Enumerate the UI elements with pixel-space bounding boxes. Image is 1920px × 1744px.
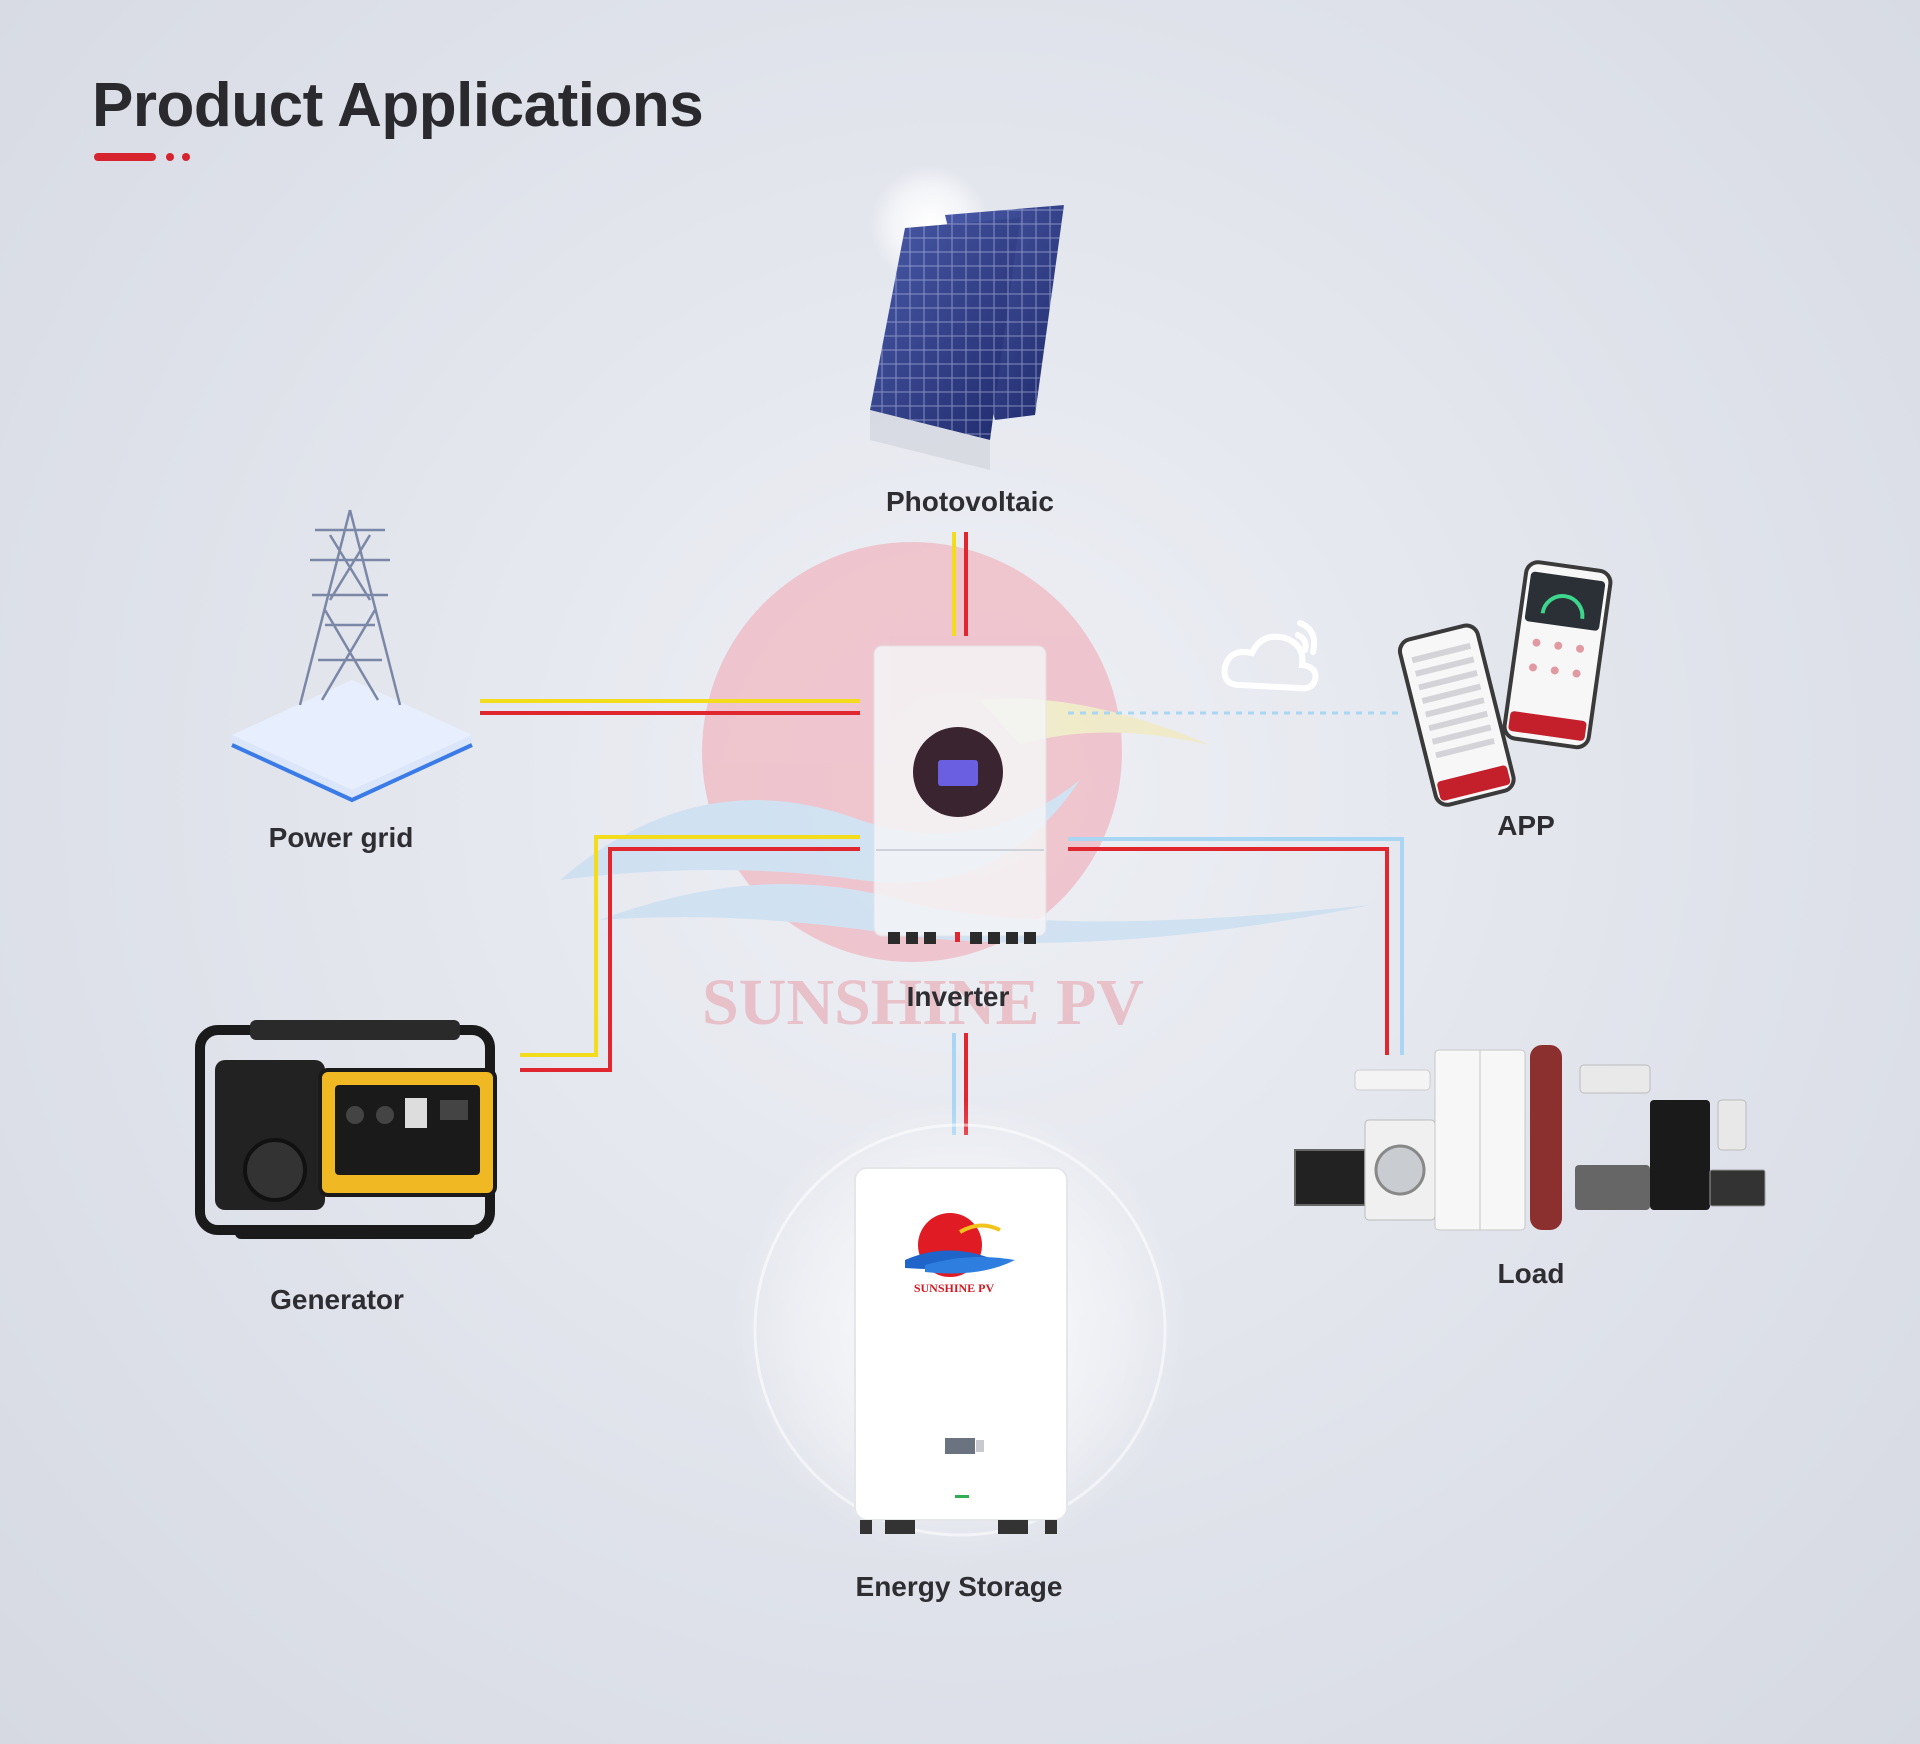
- solar-panel-icon: [870, 165, 1064, 470]
- inverter-icon: [873, 645, 1047, 944]
- app-label: APP: [1497, 810, 1555, 841]
- energy-storage-label: Energy Storage: [855, 1571, 1063, 1602]
- watermark-text: SUNSHINE PV: [702, 966, 1144, 1039]
- smartphone-icon: [1397, 560, 1613, 807]
- generator-icon: [195, 1020, 497, 1239]
- cloud-wifi-icon: [1221, 620, 1319, 692]
- title-underline: [94, 153, 190, 161]
- page-title: Product Applications: [92, 71, 704, 140]
- battery-icon: SUNSHINE PV: [730, 1100, 1190, 1560]
- battery-logo-text: SUNSHINE PV: [914, 1281, 995, 1295]
- load-label: Load: [1497, 1258, 1565, 1289]
- generator-label: Generator: [270, 1284, 404, 1315]
- power-grid-label: Power grid: [268, 822, 414, 853]
- inverter-label: Inverter: [906, 981, 1010, 1012]
- appliances-icon: [1294, 1045, 1766, 1231]
- power-tower-icon: [231, 509, 473, 803]
- photovoltaic-label: Photovoltaic: [885, 486, 1055, 517]
